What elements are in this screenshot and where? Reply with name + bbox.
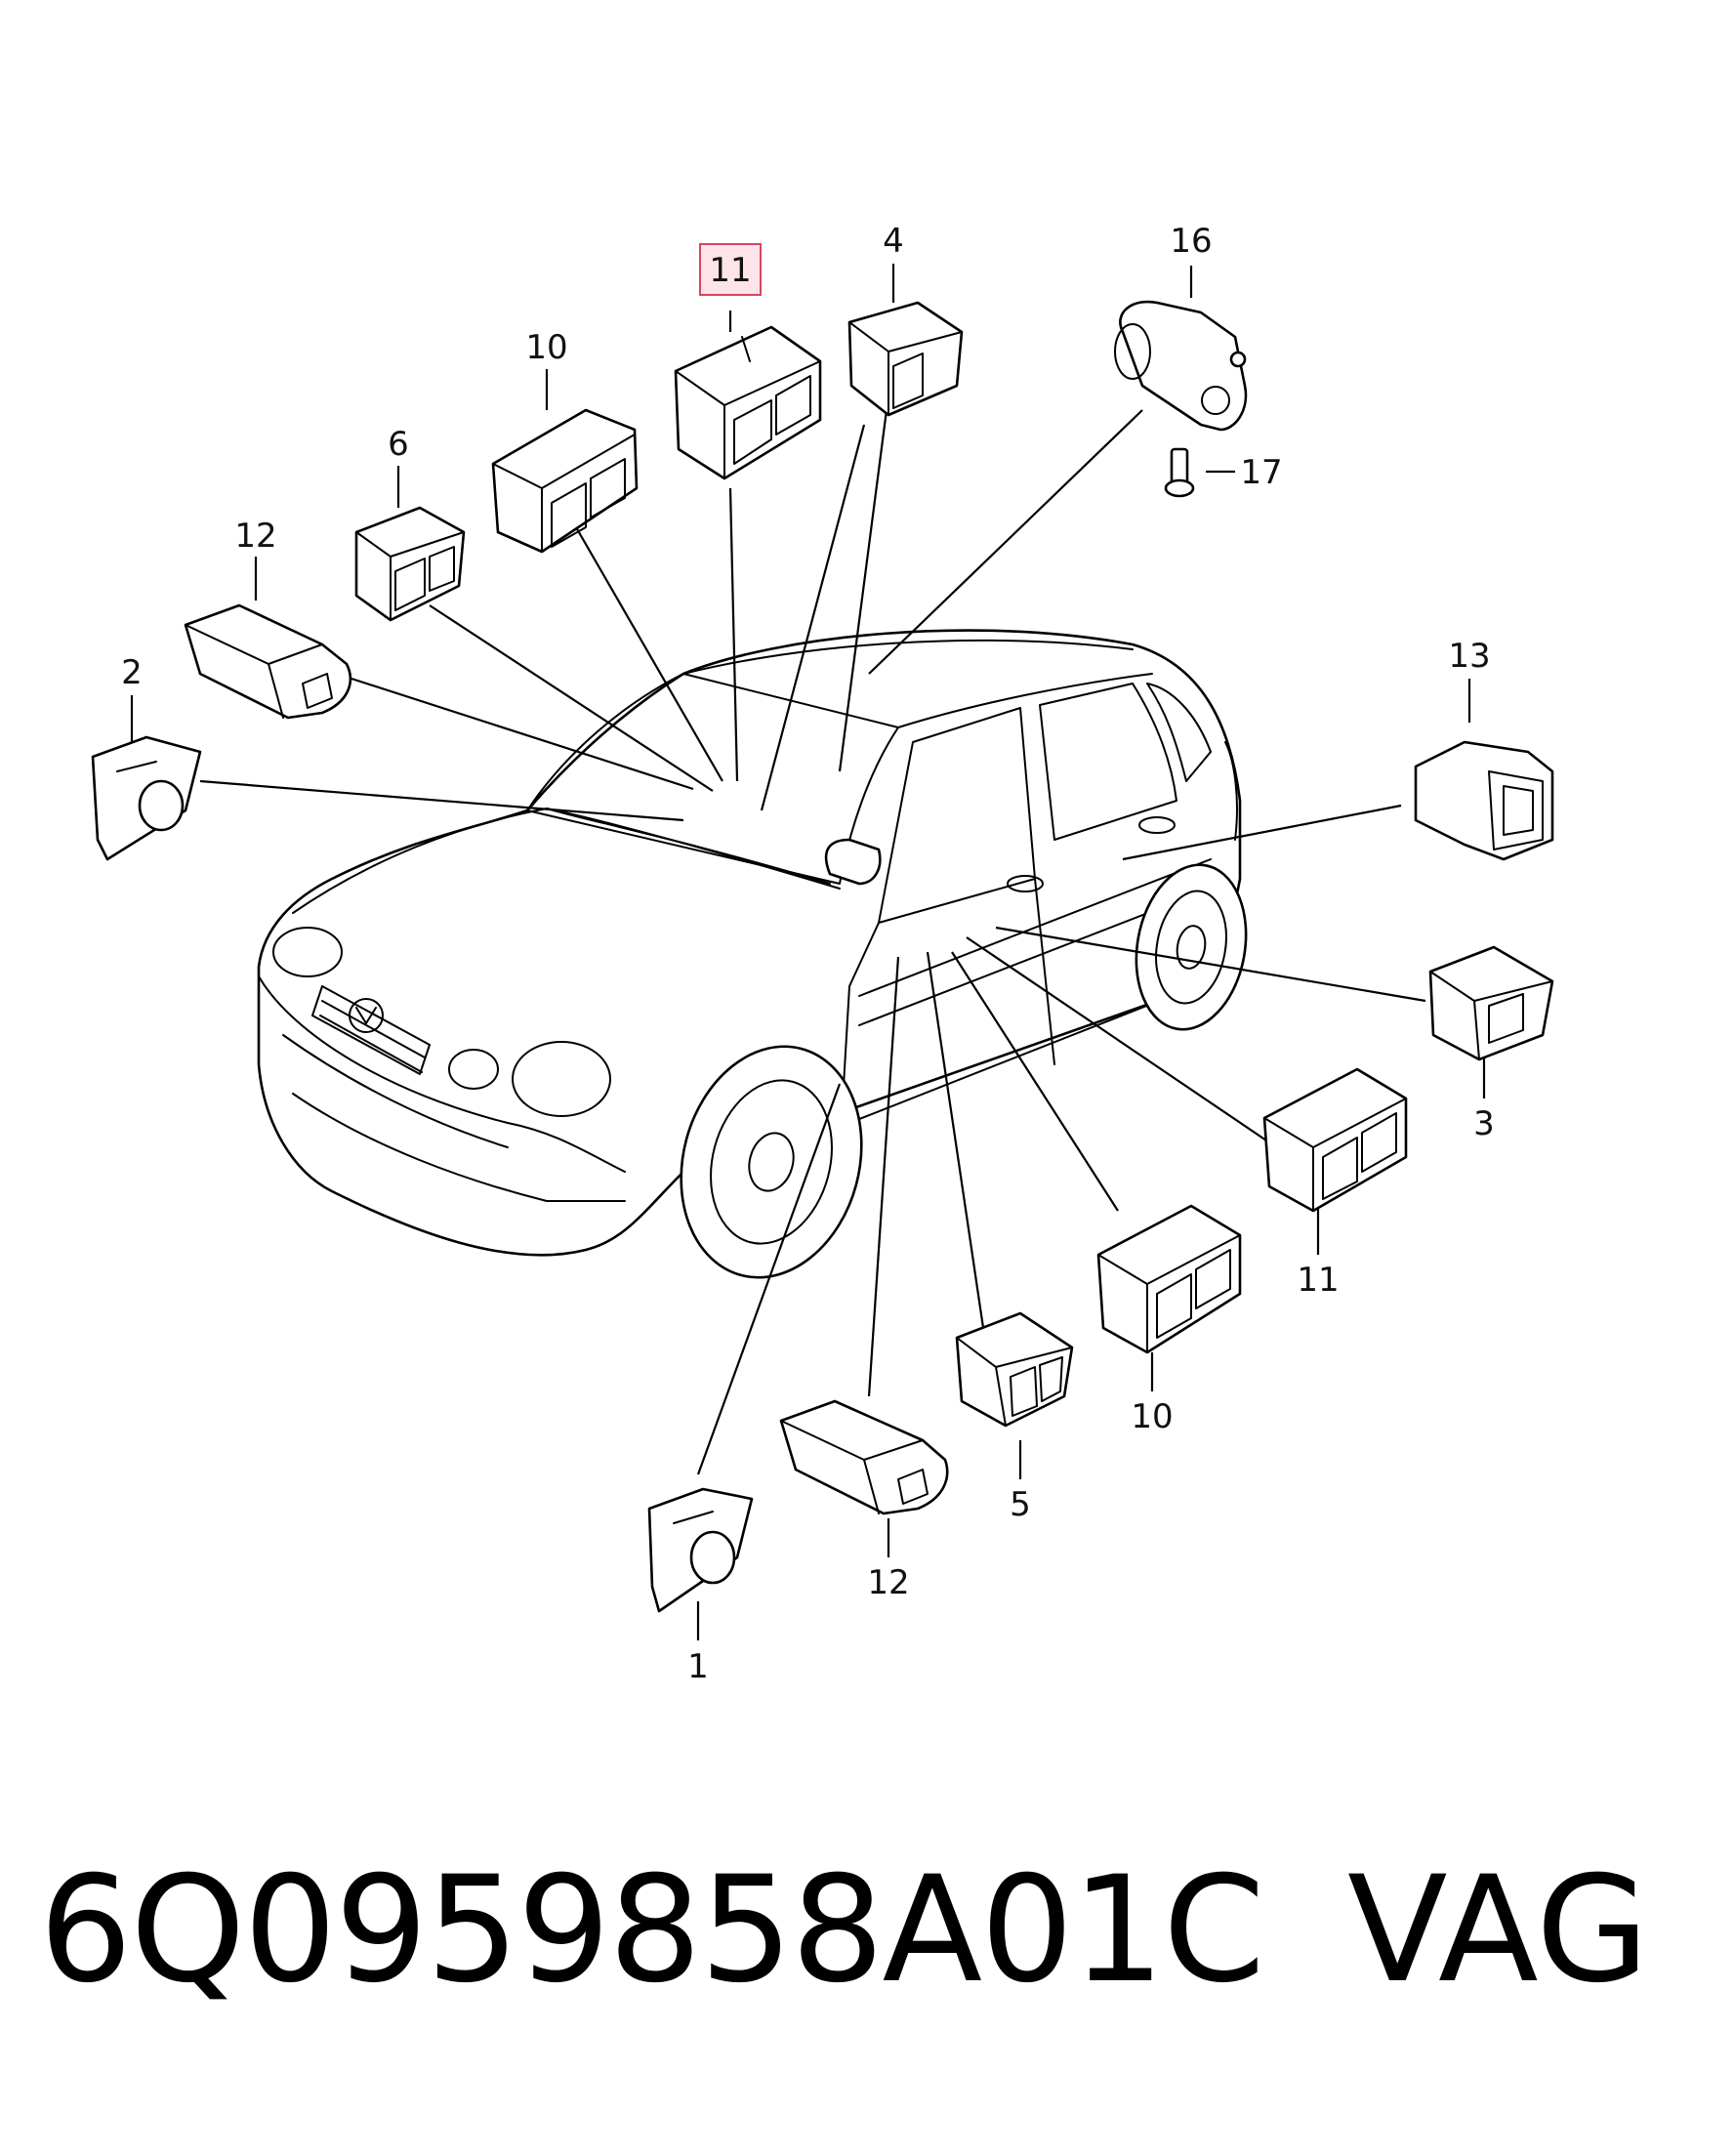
- part-12-bottom-switch: [779, 1399, 949, 1515]
- callout-10-top: 10: [525, 328, 567, 367]
- callout-11-right: 11: [1297, 1261, 1339, 1300]
- callout-13: 13: [1448, 637, 1490, 676]
- part-2-mirror-adjuster: [91, 735, 202, 861]
- highlight-box: [699, 243, 762, 296]
- callout-17: 17: [1240, 453, 1282, 492]
- part-16-sensor: [1114, 300, 1248, 432]
- part-number: 6Q0959858A01C: [39, 1845, 1265, 2015]
- callout-1: 1: [687, 1647, 709, 1686]
- part-4-single-switch: [847, 301, 964, 417]
- callout-5: 5: [1010, 1485, 1031, 1524]
- callout-12-bottom: 12: [867, 1563, 909, 1602]
- part-13-switch: [1414, 740, 1554, 861]
- callout-12-top: 12: [234, 517, 276, 556]
- callout-11-top: 11: [709, 251, 751, 290]
- footer: 6Q0959858A01C VAG: [39, 1845, 1699, 2021]
- leader-lines: [130, 264, 1486, 1640]
- callout-labels: 11 4 16 10 6 17 12 2 13 3 11 10 5 12 1: [121, 222, 1495, 1686]
- part-11-double-window-switch: [674, 325, 822, 480]
- part-5-switch: [955, 1311, 1074, 1428]
- brand-name: VAG: [1347, 1845, 1650, 2015]
- part-12-top-switch: [184, 603, 352, 720]
- part-17-screw: [1164, 447, 1195, 498]
- part-1-mirror-adjuster: [647, 1487, 754, 1613]
- callout-3: 3: [1473, 1104, 1495, 1143]
- callout-4: 4: [883, 222, 904, 261]
- part-3-switch: [1428, 945, 1554, 1061]
- part-11-right-double-switch: [1262, 1067, 1408, 1213]
- part-6-switch: [354, 506, 466, 622]
- callout-2: 2: [121, 653, 143, 692]
- callout-10-bottom: 10: [1131, 1397, 1173, 1436]
- callout-16: 16: [1170, 222, 1212, 261]
- part-10-double-switch: [491, 408, 639, 554]
- callout-6: 6: [388, 425, 409, 464]
- part-10-bottom-double-switch: [1096, 1204, 1242, 1354]
